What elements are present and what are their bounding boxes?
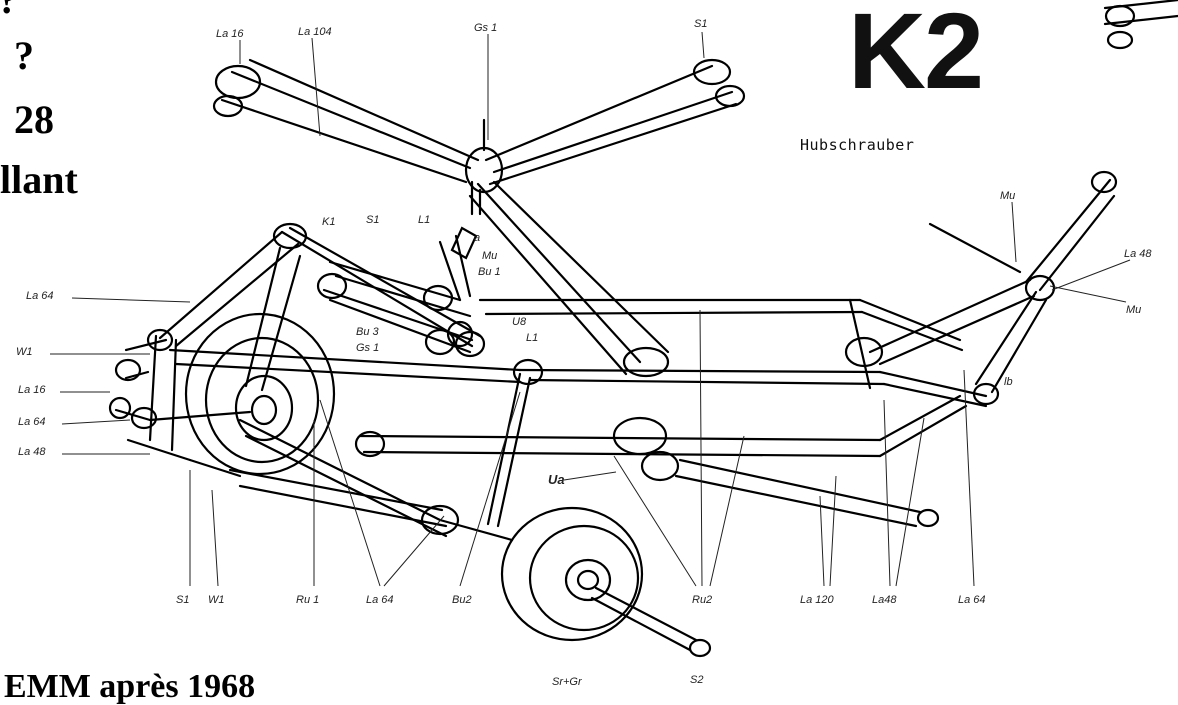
label-u8: U8 <box>512 316 527 328</box>
label-ru1: Ru 1 <box>296 594 320 606</box>
rotor-blades <box>212 58 746 378</box>
label-sr-gr: Sr+Gr <box>552 676 582 688</box>
tail-boom <box>674 298 988 528</box>
label-s1-mid: S1 <box>366 214 380 226</box>
label-mu-mid: Mu <box>482 250 498 262</box>
partial-part-top-right <box>1103 0 1178 50</box>
label-k1: K1 <box>322 216 336 228</box>
label-la64-left: La 64 <box>26 290 54 302</box>
label-la16-left: La 16 <box>18 384 46 396</box>
label-lb: lb <box>1004 376 1013 388</box>
label-ru2: Ru2 <box>692 594 713 606</box>
sheet-code: K2 <box>848 0 984 111</box>
label-s1-top: S1 <box>694 18 708 30</box>
label-gs1-mid: Gs 1 <box>356 342 380 354</box>
label-a: a <box>474 232 481 244</box>
label-la16-top: La 16 <box>216 28 244 40</box>
frame-upper <box>158 222 886 392</box>
title-fragment-3: 28 <box>14 97 54 142</box>
label-la48-bottom: La48 <box>872 594 897 606</box>
rear-wheel <box>500 506 712 658</box>
label-la48-tail: La 48 <box>1124 248 1152 260</box>
front-wheel <box>184 312 336 476</box>
label-l1-mid: L1 <box>418 214 431 226</box>
label-w1-left: W1 <box>16 346 33 358</box>
label-la104: La 104 <box>298 26 332 38</box>
label-la48-left: La 48 <box>18 446 46 458</box>
leader-lines <box>50 31 1131 587</box>
label-mu-tail2: Mu <box>1126 304 1142 316</box>
label-mu-tail: Mu <box>1000 190 1016 202</box>
label-w1-bottom: W1 <box>208 594 225 606</box>
label-s2: S2 <box>690 674 704 686</box>
title-fragment-4: llant <box>0 157 78 202</box>
label-bu3: Bu 3 <box>356 326 379 338</box>
frame-lower <box>228 372 882 542</box>
label-gs1-top: Gs 1 <box>474 22 498 34</box>
front-cage <box>108 328 252 478</box>
mast-assembly <box>316 226 478 356</box>
diagram-caption: Hubschrauber <box>800 136 915 154</box>
label-ua: Ua <box>548 472 565 487</box>
label-l1-right: L1 <box>526 332 539 344</box>
label-s1-bottom: S1 <box>176 594 190 606</box>
label-bu1: Bu 1 <box>478 266 501 278</box>
title-fragment-2: ? <box>14 33 34 78</box>
label-la64-bottom: La 64 <box>366 594 394 606</box>
label-la64-bottom2: La 64 <box>958 594 986 606</box>
label-bu2: Bu2 <box>452 594 472 606</box>
tail-rotor <box>868 170 1118 406</box>
title-fragment-1: ? <box>0 0 18 20</box>
label-la120: La 120 <box>800 594 834 606</box>
label-la64-left2: La 64 <box>18 416 46 428</box>
